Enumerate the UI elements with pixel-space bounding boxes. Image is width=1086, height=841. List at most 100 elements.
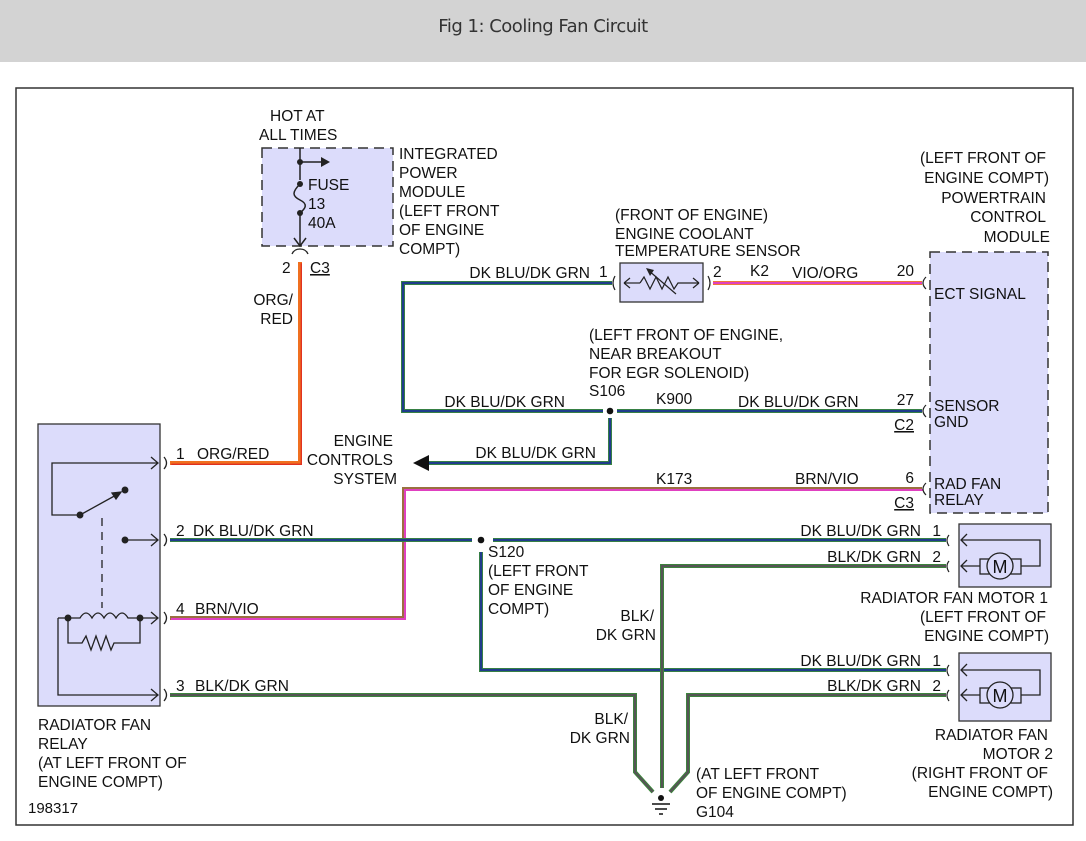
motor-2-wire-2: BLK/DK GRN <box>827 678 921 695</box>
splice-s120[interactable]: S120 (LEFT FRONT OF ENGINE COMPT) <box>477 536 589 618</box>
relay-pin-3-wire: BLK/DK GRN <box>195 678 289 695</box>
fuse-label: FUSE <box>308 177 349 194</box>
wire-org-red <box>170 262 302 465</box>
motor-2-pin-2: 2 <box>932 678 941 695</box>
s106-location-1: (LEFT FRONT OF ENGINE, <box>589 327 783 344</box>
pcm-connector-c2: C2 <box>894 417 914 434</box>
relay-switch-icon <box>51 462 157 608</box>
ect-pin-2: 2 <box>713 264 722 281</box>
pcm-pin-6-label-2: RELAY <box>934 492 984 509</box>
fuse-number: 13 <box>308 196 325 213</box>
motor-1-pin-1: 1 <box>932 523 941 540</box>
motor-1-wire-2: BLK/DK GRN <box>827 549 921 566</box>
engine-controls-system[interactable]: ENGINE CONTROLS SYSTEM <box>307 433 429 488</box>
relay-name-2: RELAY <box>38 736 88 753</box>
wire-dkblu-dkgrn-fan-feed <box>170 538 946 672</box>
s120-location-3: COMPT) <box>488 601 549 618</box>
s106-wire-left-color: DK BLU/DK GRN <box>444 394 565 411</box>
ipm-name-2: POWER <box>399 165 458 182</box>
s106-circuit-k900: K900 <box>656 391 693 408</box>
motor-1-name-3: ENGINE COMPT) <box>924 628 1049 645</box>
pcm-pin-27: 27 <box>897 392 914 409</box>
relay-terminal-arrows <box>150 456 168 702</box>
fuse-icon <box>293 183 306 214</box>
figure-title: Fig 1: Cooling Fan Circuit <box>438 16 648 37</box>
ipm-connector-id: C3 <box>310 260 330 277</box>
ground-g104[interactable]: (AT LEFT FRONT OF ENGINE COMPT) G104 <box>652 766 847 821</box>
wire-blk-dkgrn-grounds <box>170 564 946 794</box>
motor-1-wire-1: DK BLU/DK GRN <box>800 523 921 540</box>
pcm-location-1: (LEFT FRONT OF <box>920 150 1046 167</box>
motor-1-icon <box>960 533 1041 580</box>
ect-circuit-k2: K2 <box>750 263 769 280</box>
pcm-pin-20-label: ECT SIGNAL <box>934 286 1026 303</box>
ipm-wire-color-1: ORG/ <box>253 292 293 309</box>
splice-s106[interactable]: (LEFT FRONT OF ENGINE, NEAR BREAKOUT FOR… <box>444 327 858 462</box>
ground-wire-upper-label-2: DK GRN <box>596 627 656 644</box>
ipm-supply-label-1: HOT AT <box>270 108 325 125</box>
ground-icon <box>652 795 670 815</box>
motor-2-icon <box>960 663 1041 709</box>
figure-id: 198317 <box>28 800 78 817</box>
relay-pin-1: 1 <box>176 446 185 463</box>
relay-name-1: RADIATOR FAN <box>38 717 151 734</box>
ground-location-2: OF ENGINE COMPT) <box>696 785 847 802</box>
pcm-pin-27-label-2: GND <box>934 414 968 431</box>
ground-wire-lower-label-2: DK GRN <box>570 730 630 747</box>
ipm-name-3: MODULE <box>399 184 465 201</box>
motor-1-symbol: M <box>993 557 1008 577</box>
motor-2-name-2: MOTOR 2 <box>983 746 1053 763</box>
s106-id: S106 <box>589 383 625 400</box>
s106-location-3: FOR EGR SOLENOID) <box>589 365 749 382</box>
pcm-name-1: POWERTRAIN <box>941 190 1046 207</box>
relay-coil-icon <box>57 612 157 696</box>
pcm-pin-27-label-1: SENSOR <box>934 398 999 415</box>
powertrain-control-module[interactable]: (LEFT FRONT OF ENGINE COMPT) POWERTRAIN … <box>894 150 1050 514</box>
radiator-fan-relay[interactable]: 1 ORG/RED 2 DK BLU/DK GRN 4 BRN/VIO 3 BL… <box>37 423 314 791</box>
radiator-fan-motor-2[interactable]: M 1 DK BLU/DK GRN 2 BLK/DK GRN RADIATOR … <box>800 652 1053 801</box>
relay-pin-2-wire: DK BLU/DK GRN <box>193 523 314 540</box>
ect-pin-1: 1 <box>599 264 608 281</box>
s106-wire-down-color: DK BLU/DK GRN <box>475 445 596 462</box>
s106-location-2: NEAR BREAKOUT <box>589 346 722 363</box>
wires <box>170 262 946 794</box>
ect-wire1-color: DK BLU/DK GRN <box>469 265 590 282</box>
motor-2-pin-1: 1 <box>932 653 941 670</box>
motor-2-symbol: M <box>993 686 1008 706</box>
ipm-supply-label-2: ALL TIMES <box>259 127 337 144</box>
ground-wire-upper-label-1: BLK/ <box>620 608 654 625</box>
k173-circuit: K173 <box>656 471 692 488</box>
motor-2-name-3: (RIGHT FRONT OF <box>912 765 1048 782</box>
motor-1-name-2: (LEFT FRONT OF <box>920 609 1046 626</box>
ect-sensor[interactable]: (FRONT OF ENGINE) ENGINE COOLANT TEMPERA… <box>469 207 858 303</box>
motor-2-name-4: ENGINE COMPT) <box>928 784 1053 801</box>
integrated-power-module[interactable]: HOT AT ALL TIMES FUSE 13 40A INTEGRATED … <box>253 108 500 328</box>
pcm-pin-6-label-1: RAD FAN <box>934 476 1001 493</box>
relay-pin-4-wire: BRN/VIO <box>195 601 259 618</box>
ground-id: G104 <box>696 804 734 821</box>
s120-location-1: (LEFT FRONT <box>488 563 589 580</box>
s120-location-2: OF ENGINE <box>488 582 573 599</box>
ipm-connector-icon <box>291 248 309 255</box>
engine-controls-label-2: CONTROLS <box>307 452 393 469</box>
pcm-pin-6: 6 <box>905 470 914 487</box>
relay-pin-2: 2 <box>176 523 185 540</box>
ect-wire2-color: VIO/ORG <box>792 265 858 282</box>
relay-name-3: (AT LEFT FRONT OF <box>38 755 187 772</box>
ect-location: (FRONT OF ENGINE) <box>615 207 768 224</box>
engine-controls-label-3: SYSTEM <box>333 471 397 488</box>
ipm-feed-arrow-icon <box>321 157 330 167</box>
motor-1-name-1: RADIATOR FAN MOTOR 1 <box>860 590 1048 607</box>
pcm-connector-c3: C3 <box>894 495 914 512</box>
pcm-name-3: MODULE <box>984 229 1050 246</box>
diagram-frame <box>15 87 1074 826</box>
ect-name-2: TEMPERATURE SENSOR <box>615 243 801 260</box>
relay-name-4: ENGINE COMPT) <box>38 774 163 791</box>
engine-controls-label-1: ENGINE <box>334 433 393 450</box>
radiator-fan-motor-1[interactable]: M 1 DK BLU/DK GRN 2 BLK/DK GRN RADIATOR … <box>800 523 1052 645</box>
ipm-name-6: COMPT) <box>399 241 460 258</box>
pcm-location-2: ENGINE COMPT) <box>924 170 1049 187</box>
motor-2-wire-1: DK BLU/DK GRN <box>800 653 921 670</box>
s106-wire-right-color: DK BLU/DK GRN <box>738 394 859 411</box>
